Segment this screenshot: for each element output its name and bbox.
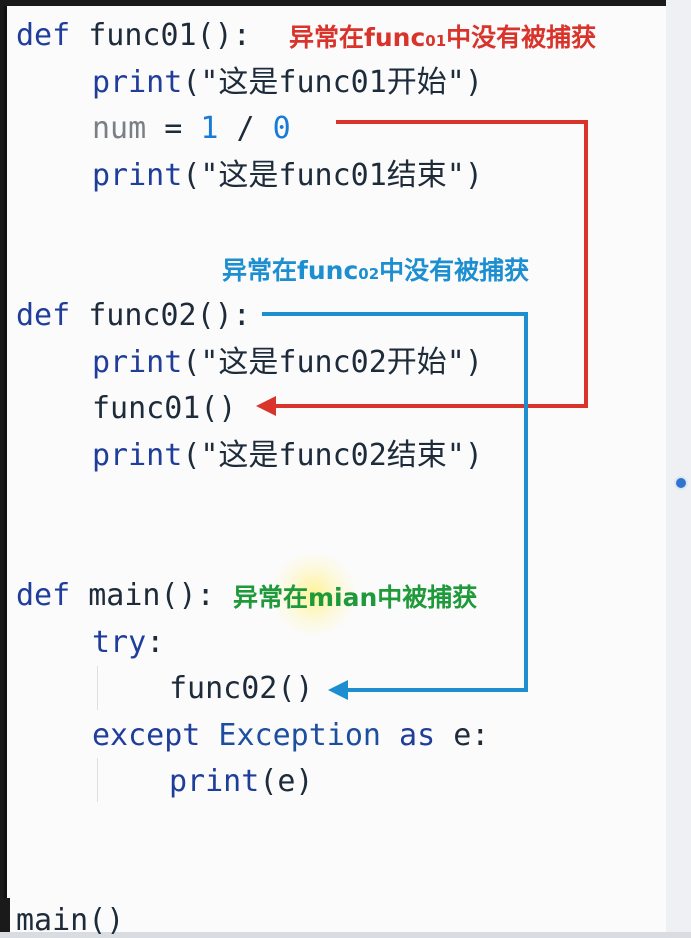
main-annotation: 异常在mian中被捕获 — [233, 583, 478, 612]
print-call: print — [92, 65, 183, 100]
paren-open: ( — [182, 65, 201, 100]
exception-var: e: — [435, 718, 490, 753]
func01-call: func01() — [92, 391, 237, 426]
try-line: try: — [92, 626, 164, 660]
paren-open: ( — [182, 345, 201, 380]
paren-close: ) — [464, 438, 483, 473]
func02-def-line: def func02(): — [16, 299, 251, 333]
print-call: print — [92, 158, 183, 193]
as-keyword: as — [381, 718, 436, 753]
func01-annotation: 异常在func01中没有被捕获 — [289, 23, 596, 56]
annotation-suffix: 中没有被捕获 — [446, 23, 597, 52]
code-panel: def func01(): 异常在func01中没有被捕获 print("这是f… — [4, 6, 666, 938]
except-keyword: except — [92, 718, 201, 753]
paren-open: ( — [182, 158, 201, 193]
func02-call-func01-line: func01() — [92, 392, 237, 426]
division-op: / — [218, 111, 273, 146]
func02-call: func02() — [169, 671, 314, 706]
try-call-func02-line: func02() — [169, 672, 314, 706]
def-keyword: def — [16, 298, 71, 333]
string-literal: "这是func02开始" — [200, 345, 465, 380]
exception-class: Exception — [200, 718, 381, 753]
main-signature: main(): — [70, 578, 215, 613]
string-literal: "这是func01结束" — [200, 158, 465, 193]
annotation-suffix: 中没有被捕获 — [379, 256, 530, 285]
except-line: except Exception as e: — [92, 719, 489, 753]
string-literal: "这是func01开始" — [200, 65, 465, 100]
paren-close: ) — [464, 158, 483, 193]
frame-corner — [0, 898, 10, 932]
print-call: print — [169, 764, 260, 799]
main-def-line: def main(): — [16, 579, 215, 613]
paren-close: ) — [464, 345, 483, 380]
denominator: 0 — [272, 111, 291, 146]
numerator: 1 — [200, 111, 219, 146]
func02-print-start-line: print("这是func02开始") — [92, 346, 483, 380]
print-call: print — [92, 438, 183, 473]
blue-exception-arrow — [262, 312, 528, 692]
colon: : — [146, 625, 165, 660]
func02-annotation: 异常在func02中没有被捕获 — [222, 256, 529, 289]
red-arrowhead — [256, 396, 276, 416]
indent-guide — [97, 758, 98, 802]
func01-print-start-line: print("这是func01开始") — [92, 66, 483, 100]
func01-signature: func01(): — [70, 18, 251, 53]
red-exception-arrow — [268, 120, 588, 408]
print-argument: (e) — [259, 764, 314, 799]
def-keyword: def — [16, 578, 71, 613]
func01-division-line: num = 1 / 0 — [92, 112, 291, 146]
paren-close: ) — [464, 65, 483, 100]
print-call: print — [92, 345, 183, 380]
string-literal: "这是func02结束" — [200, 438, 465, 473]
scroll-indicator-dot[interactable] — [674, 476, 688, 490]
try-keyword: try — [92, 625, 147, 660]
annotation-subscript: 01 — [425, 32, 447, 50]
func01-print-end-line: print("这是func01结束") — [92, 159, 483, 193]
side-scroll-strip[interactable] — [666, 0, 691, 932]
indent-guide — [97, 666, 98, 710]
func02-signature: func02(): — [70, 298, 251, 333]
func01-def-line: def func01(): — [16, 19, 251, 53]
annotation-prefix: 异常在func — [222, 256, 359, 285]
def-keyword: def — [16, 18, 71, 53]
print-exception-line: print(e) — [169, 765, 314, 799]
blue-arrowhead — [328, 680, 348, 700]
annotation-prefix: 异常在func — [289, 23, 426, 52]
annotation-subscript: 02 — [358, 265, 380, 283]
paren-open: ( — [182, 438, 201, 473]
assign-op: = — [146, 111, 201, 146]
cursor-highlight — [269, 554, 359, 634]
func02-print-end-line: print("这是func02结束") — [92, 439, 483, 473]
num-variable: num — [92, 111, 147, 146]
